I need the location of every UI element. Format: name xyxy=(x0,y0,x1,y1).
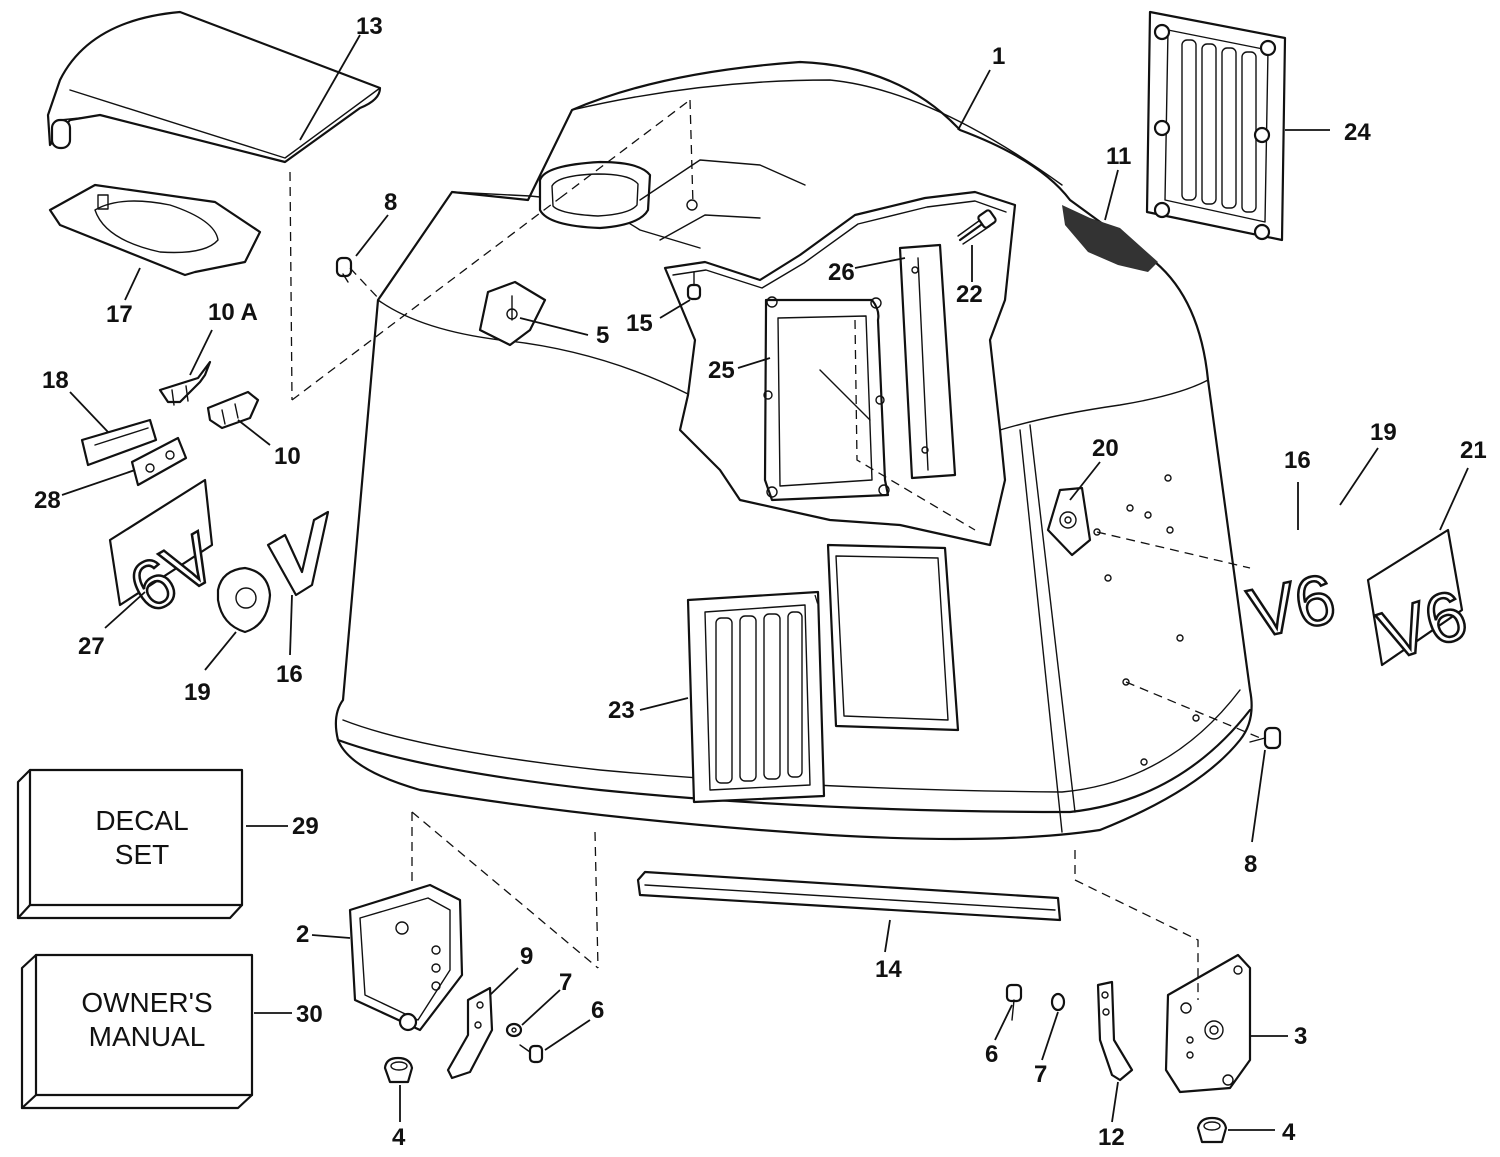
decal-set-label-line1: DECAL xyxy=(95,805,188,836)
callout-25: 25 xyxy=(708,357,735,384)
callout-6-left: 6 xyxy=(591,997,604,1024)
owners-manual-box-part-30: OWNER'S MANUAL xyxy=(20,953,254,1110)
assembly-dashed-lines xyxy=(289,99,1266,1000)
callout-4-right: 4 xyxy=(1282,1119,1296,1146)
callout-14: 14 xyxy=(875,956,902,983)
callout-2: 2 xyxy=(296,921,309,948)
callout-6-right: 6 xyxy=(985,1041,998,1068)
callout-23: 23 xyxy=(608,697,635,724)
callout-18: 18 xyxy=(42,367,69,394)
callout-3: 3 xyxy=(1294,1023,1307,1050)
seal-strip-part-14 xyxy=(636,870,1062,922)
bracket-part-12 xyxy=(1096,980,1134,1082)
callout-4-left: 4 xyxy=(392,1124,406,1151)
owners-manual-label-line1: OWNER'S xyxy=(81,987,212,1018)
grommet-part-4-right xyxy=(1196,1116,1228,1144)
bolt-part-22 xyxy=(957,209,997,245)
callout-labels: 1 2 3 4 4 5 6 6 7 7 8 8 9 10 10 A 11 12 … xyxy=(34,13,1487,1151)
callout-16-left: 16 xyxy=(276,661,303,688)
plate-part-28 xyxy=(130,436,188,487)
decal-set-label-line2: SET xyxy=(115,839,169,870)
callout-16-right: 16 xyxy=(1284,447,1311,474)
screw-part-8-top xyxy=(335,256,353,283)
bracket-part-5 xyxy=(478,280,547,347)
bracket-part-26 xyxy=(898,243,957,480)
screw-part-6-left xyxy=(519,1044,544,1064)
callout-1: 1 xyxy=(992,43,1005,70)
clip-part-10a xyxy=(158,360,212,406)
callout-15: 15 xyxy=(626,310,653,337)
grommet-part-4-left xyxy=(383,1056,414,1084)
owners-manual-label-line2: MANUAL xyxy=(89,1021,206,1052)
washer-part-7-right xyxy=(1050,992,1066,1012)
callout-20: 20 xyxy=(1092,435,1119,462)
callout-9: 9 xyxy=(520,943,533,970)
bracket-part-9 xyxy=(446,986,494,1080)
leader-lines xyxy=(61,34,1469,1131)
emblem-v6-pieces-part-16-19: V6 xyxy=(1241,558,1343,655)
screw-part-6-right xyxy=(1005,983,1023,1021)
callout-8-top: 8 xyxy=(384,189,397,216)
screw-part-8-side xyxy=(1249,726,1282,750)
hinge-bracket-part-2 xyxy=(348,883,464,1032)
latch-plate-part-3 xyxy=(1164,953,1252,1094)
callout-21: 21 xyxy=(1460,437,1487,464)
cover-plate-part-25 xyxy=(763,296,890,502)
callout-7-left: 7 xyxy=(559,969,572,996)
washer-part-7-left xyxy=(505,1022,523,1038)
callout-28: 28 xyxy=(34,487,61,514)
callout-30: 30 xyxy=(296,1001,323,1028)
callout-5: 5 xyxy=(596,322,609,349)
callout-10a: 10 A xyxy=(208,299,258,326)
pad-part-18 xyxy=(80,418,158,467)
callout-11: 11 xyxy=(1106,143,1131,170)
callout-10: 10 xyxy=(274,443,301,470)
vent-grille-part-23 xyxy=(686,590,826,804)
callout-13: 13 xyxy=(356,13,383,40)
callout-29: 29 xyxy=(292,813,319,840)
callout-26: 26 xyxy=(828,259,855,286)
emblem-v6-text: V6 xyxy=(1242,559,1342,653)
grille-part-24 xyxy=(1145,10,1287,242)
clip-part-10 xyxy=(206,390,260,430)
collar-part-17 xyxy=(48,183,262,277)
callout-24: 24 xyxy=(1344,119,1371,146)
emblem-v6-plate-part-21: V6 xyxy=(1366,528,1477,677)
callout-7-right: 7 xyxy=(1034,1061,1047,1088)
callout-12: 12 xyxy=(1098,1124,1125,1151)
screw-part-15 xyxy=(686,271,702,301)
callout-19-right: 19 xyxy=(1370,419,1397,446)
vent-opening xyxy=(826,543,960,732)
callout-8-side: 8 xyxy=(1244,851,1257,878)
emblem-pieces-left-part-19-16 xyxy=(216,510,330,634)
callout-19-left: 19 xyxy=(184,679,211,706)
callout-27: 27 xyxy=(78,633,105,660)
callout-22: 22 xyxy=(956,281,983,308)
cap-part-13 xyxy=(46,10,382,164)
callout-17: 17 xyxy=(106,301,133,328)
side-holes xyxy=(1093,474,1200,766)
decal-set-box-part-29: DECAL SET xyxy=(16,768,244,920)
